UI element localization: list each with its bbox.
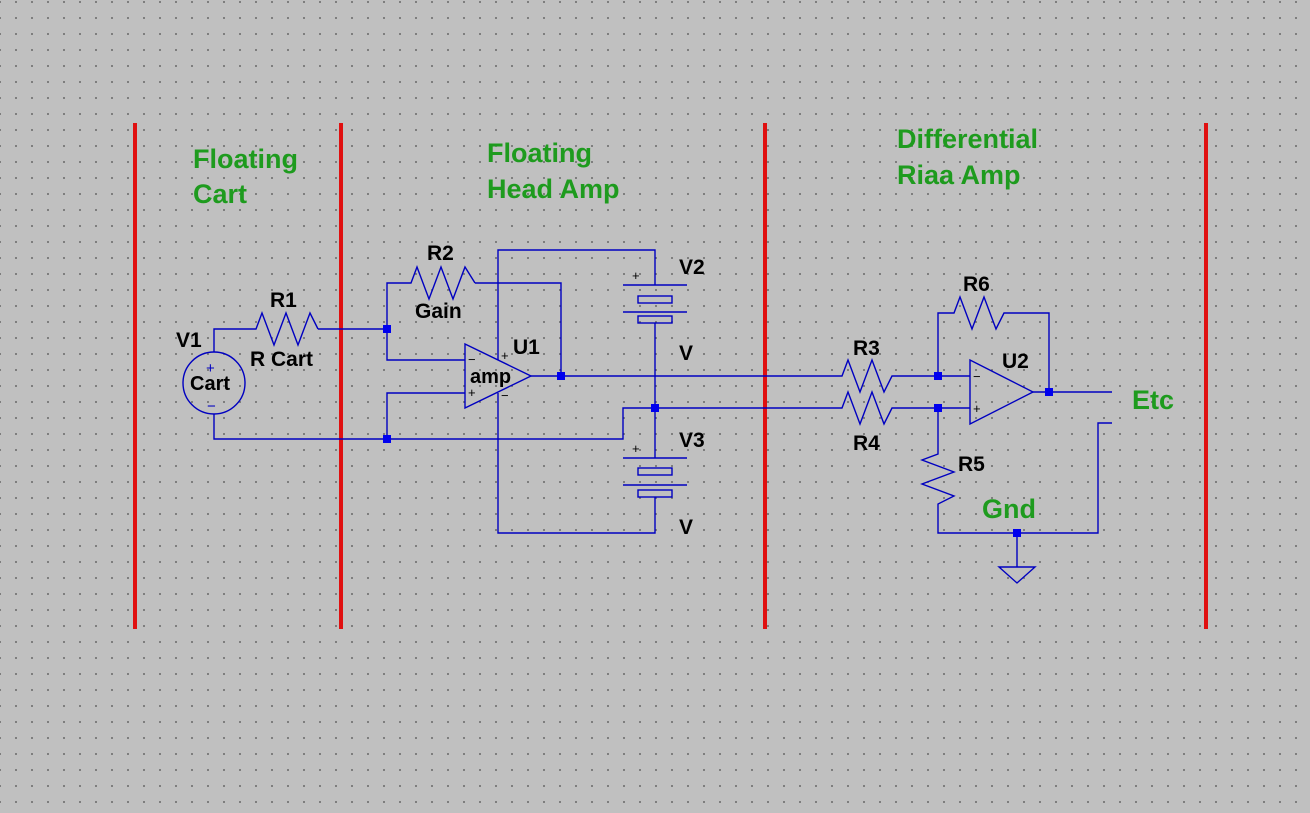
r1-resistor [250,311,319,347]
node-u2-inverting [934,372,942,380]
label-r4-name: R4 [853,432,880,455]
label-r1-value: R Cart [250,348,313,371]
label-v1-value: Cart [190,373,230,395]
r5-resistor [920,448,956,512]
section-label-floating-cart-line1: Floating [193,144,298,174]
v2-battery: + [623,268,687,324]
label-r6-name: R6 [963,273,990,296]
svg-text:−: − [501,388,509,403]
label-v2-value: V [679,342,693,365]
svg-text:+: + [206,360,215,377]
label-v1-name: V1 [176,329,202,352]
label-r5-name: R5 [958,453,985,476]
svg-text:+: + [632,441,640,456]
node-u2-output [1045,388,1053,396]
junction-nodes [383,325,1053,537]
v3-battery: + [623,441,687,498]
u1-op-amp: + − + − [464,342,533,410]
node-ground [1013,529,1021,537]
label-v3-value: V [679,516,693,539]
node-u1-output [557,372,565,380]
section-label-riaa-line1: Differential [897,124,1038,154]
r3-resistor [836,358,898,394]
section-label-riaa-line2: Riaa Amp [897,160,1021,190]
ground-symbol [997,566,1037,584]
node-u2-noninverting [934,404,942,412]
label-r2-value: Gain [415,300,462,323]
section-labels: Floating Cart Floating Head Amp Differen… [193,124,1038,209]
svg-text:−: − [973,369,981,384]
svg-text:+: + [973,401,981,416]
r2-resistor [405,265,476,301]
net-label-output: Etc [1132,385,1174,415]
section-label-head-amp-line2: Head Amp [487,174,620,204]
node-r1-r2 [383,325,391,333]
net-labels: Etc Gnd [982,385,1174,524]
label-r3-name: R3 [853,337,880,360]
node-v1-return [383,435,391,443]
label-r1-name: R1 [270,289,297,312]
node-supply-mid [651,404,659,412]
label-u1-value: amp [470,366,511,388]
label-u1-name: U1 [513,336,540,359]
section-label-head-amp-line1: Floating [487,138,592,168]
v1-voltage-source: + − [182,351,246,415]
r4-resistor [836,390,898,426]
label-v2-name: V2 [679,256,705,279]
svg-text:+: + [632,268,640,283]
component-labels: V1 Cart R1 R Cart R2 Gain U1 amp V2 V V3… [176,242,1029,539]
label-r2-name: R2 [427,242,454,265]
net-label-ground: Gnd [982,494,1036,524]
label-u2-name: U2 [1002,350,1029,373]
r6-resistor [948,295,1010,331]
u2-op-amp: − + [969,358,1035,426]
svg-text:−: − [468,352,476,367]
label-v3-name: V3 [679,429,705,452]
svg-text:+: + [501,348,509,363]
svg-text:+: + [468,385,476,400]
section-label-floating-cart-line2: Cart [193,179,247,209]
svg-text:−: − [207,398,216,415]
